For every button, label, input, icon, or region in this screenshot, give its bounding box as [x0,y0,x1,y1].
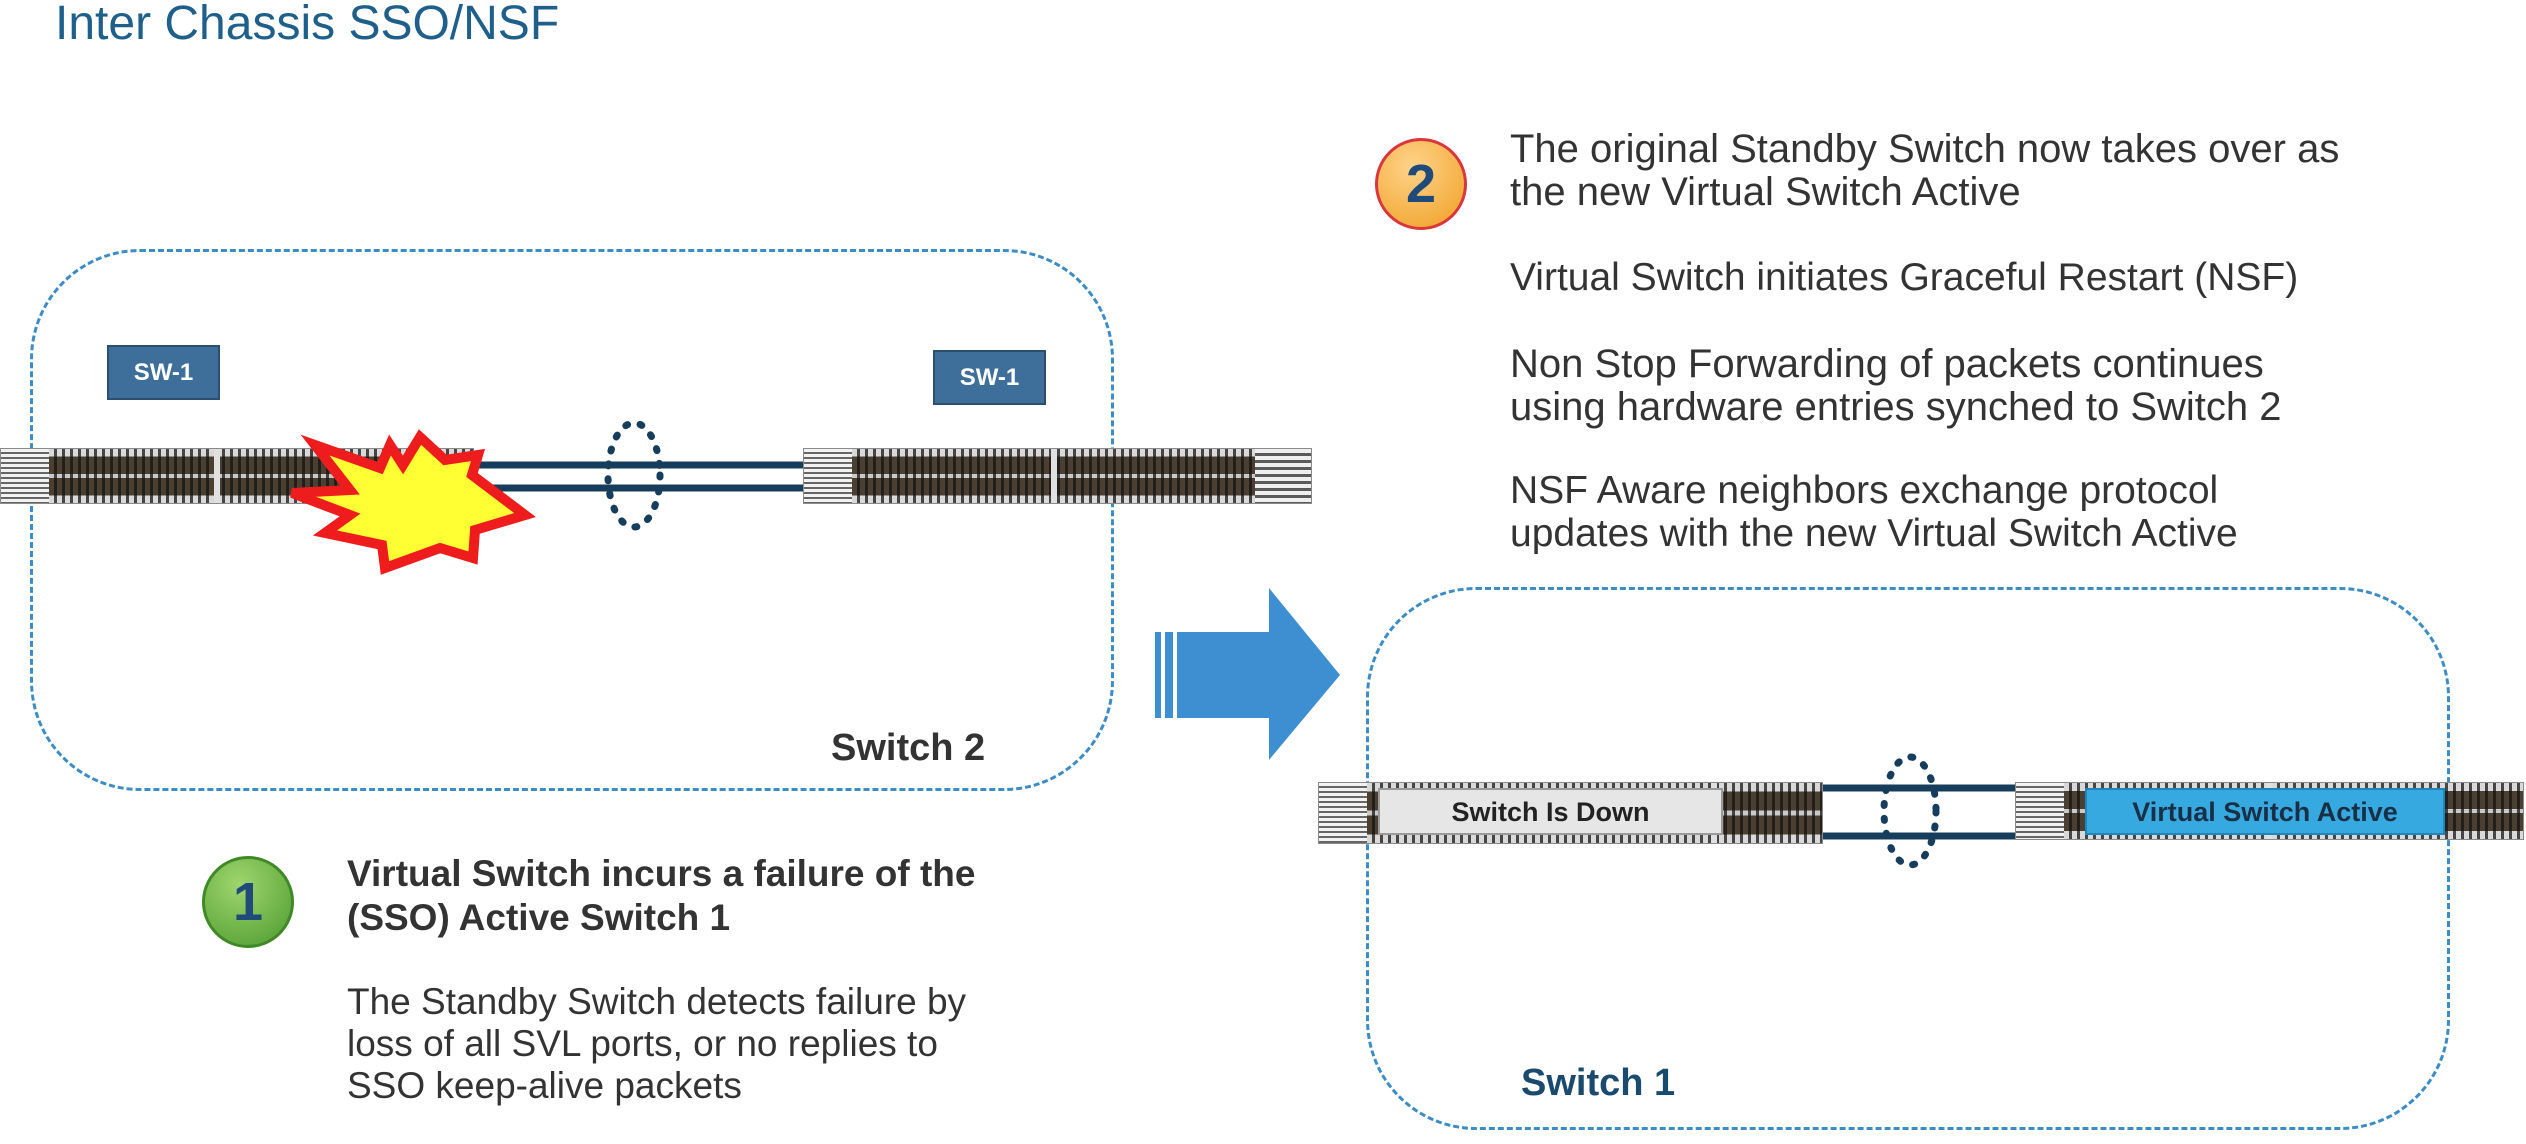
step-2-neighbors-line-2: updates with the new Virtual Switch Acti… [1510,512,2238,555]
switch-1-name: Switch 1 [1521,1062,1676,1104]
sw-label-left: SW-1 [107,345,220,400]
svl-bundle-ellipse-right [1880,753,1940,869]
step-1-heading-line-2: (SSO) Active Switch 1 [347,897,731,938]
step-1-body-line-3: SSO keep-alive packets [347,1065,742,1106]
step-2-heading-line-2: the new Virtual Switch Active [1510,170,2021,214]
switch-2-group-border [30,249,1114,791]
svl-bundle-ellipse-left [604,419,664,531]
step-1-body-line-1: The Standby Switch detects failure by [347,981,967,1022]
step-2-nsf-line-2: using hardware entries synched to Switch… [1510,385,2282,429]
step-2-nsf-line-1: Non Stop Forwarding of packets continues [1510,342,2264,386]
right-arrow-icon [1155,588,1340,760]
step-1-badge: 1 [202,856,294,948]
step-2-graceful-restart: Virtual Switch initiates Graceful Restar… [1510,256,2299,299]
virtual-switch-active-label: Virtual Switch Active [2085,788,2445,835]
chassis-left-standby [803,448,1312,504]
explosion-icon [290,429,536,575]
sw-label-right: SW-1 [933,350,1046,405]
step-1-body-line-2: loss of all SVL ports, or no replies to [347,1023,938,1064]
step-2-neighbors-line-1: NSF Aware neighbors exchange protocol [1510,469,2219,512]
step-2-badge: 2 [1375,138,1467,230]
switch-2-name: Switch 2 [831,727,986,769]
switch-down-label: Switch Is Down [1378,788,1723,835]
step-1-heading-line-1: Virtual Switch incurs a failure of the [347,853,976,894]
switch-1-group-border [1366,587,2450,1130]
step-2-heading-line-1: The original Standby Switch now takes ov… [1510,127,2340,171]
page-title: Inter Chassis SSO/NSF [55,0,560,50]
